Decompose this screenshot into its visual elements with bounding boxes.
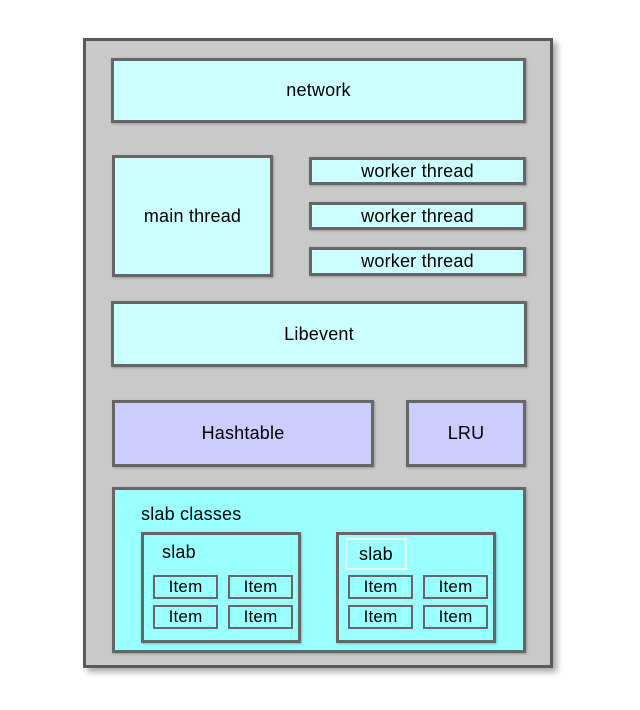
item-box: Item xyxy=(153,575,218,599)
item-box: Item xyxy=(423,575,488,599)
worker-thread-box-3: worker thread xyxy=(309,247,526,276)
item-box: Item xyxy=(228,605,293,629)
architecture-container: network main thread worker thread worker… xyxy=(83,38,553,668)
main-thread-box: main thread xyxy=(112,155,273,277)
item-box: Item xyxy=(153,605,218,629)
worker-thread-box-1: worker thread xyxy=(309,157,526,185)
slab-items: Item Item Item Item xyxy=(153,575,293,629)
network-label: network xyxy=(286,80,351,100)
hashtable-label: Hashtable xyxy=(201,423,285,443)
slab-box-2: slab Item Item Item Item xyxy=(336,532,496,643)
worker-thread-label: worker thread xyxy=(361,251,474,271)
libevent-box: Libevent xyxy=(111,301,527,367)
slab-classes-label: slab classes xyxy=(141,504,242,524)
lru-label: LRU xyxy=(447,423,485,443)
main-thread-label: main thread xyxy=(143,205,242,226)
worker-thread-label: worker thread xyxy=(361,160,474,181)
worker-thread-label: worker thread xyxy=(361,205,474,226)
worker-thread-box-2: worker thread xyxy=(309,202,526,230)
item-box: Item xyxy=(228,575,293,599)
item-box: Item xyxy=(348,605,413,629)
slab-label: slab xyxy=(162,542,196,562)
libevent-label: Libevent xyxy=(284,323,354,344)
slab-label-highlighted: slab xyxy=(345,538,407,570)
network-box: network xyxy=(111,58,526,123)
slab-items: Item Item Item Item xyxy=(348,575,488,629)
slab-classes-box: slab classes slab Item Item Item Item sl… xyxy=(112,487,526,653)
item-box: Item xyxy=(348,575,413,599)
hashtable-box: Hashtable xyxy=(112,400,374,467)
lru-box: LRU xyxy=(406,400,526,467)
slab-box-1: slab Item Item Item Item xyxy=(141,532,301,643)
item-box: Item xyxy=(423,605,488,629)
